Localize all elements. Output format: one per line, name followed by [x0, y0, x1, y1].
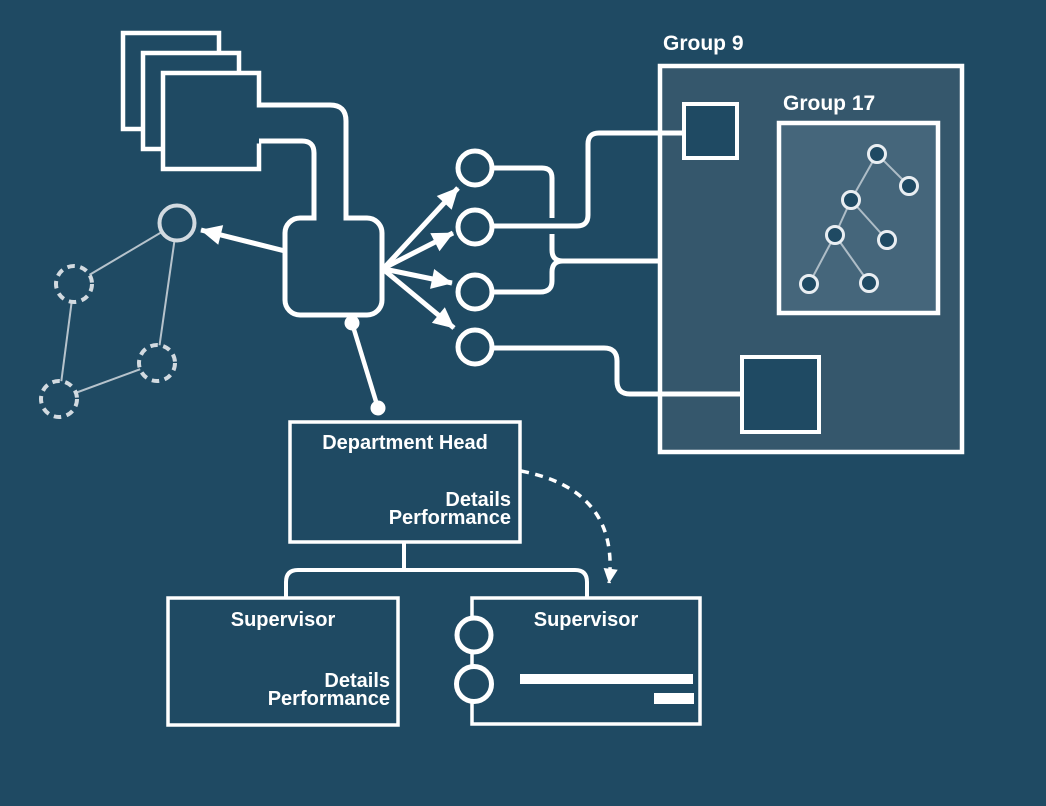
dot-connector: [344, 315, 386, 416]
hub-arrows: [200, 186, 460, 330]
faded-graph: [39, 203, 197, 419]
tree-node[interactable]: [825, 225, 845, 245]
tree-node[interactable]: [877, 230, 897, 250]
worker-node-4[interactable]: [455, 327, 495, 367]
dashed-circle-node-1[interactable]: [54, 264, 94, 304]
dot-connector-line: [349, 322, 381, 409]
fan-arrow-4: [382, 268, 456, 330]
text-bar-short: [654, 693, 694, 704]
department-head-title: Department Head: [322, 432, 488, 454]
department-head-box[interactable]: [288, 420, 522, 544]
fan-arrow-3: [383, 266, 453, 289]
hub-node[interactable]: [282, 215, 385, 318]
details-link[interactable]: Details: [445, 489, 511, 511]
group9-square-top[interactable]: [682, 102, 739, 160]
worker-node-2[interactable]: [455, 207, 495, 247]
tree-node[interactable]: [799, 274, 819, 294]
faded-graph-edge: [156, 222, 178, 364]
performance-link[interactable]: Performance: [268, 688, 390, 710]
member-circle-1[interactable]: [454, 615, 494, 655]
group9-label: Group 9: [663, 32, 744, 55]
connector-line: [493, 130, 686, 229]
connector-line: [493, 345, 744, 397]
ribbon-inner-line: [259, 138, 317, 219]
performance-link[interactable]: Performance: [389, 507, 511, 529]
group17-label: Group 17: [783, 92, 875, 115]
connector-line: [493, 165, 555, 218]
connector-line: [493, 258, 564, 295]
supervisor-left-box[interactable]: [166, 596, 400, 727]
ribbon-connector: [256, 102, 349, 222]
department-head-node[interactable]: Department Head Details Performance: [288, 420, 522, 544]
worker-connectors: [493, 130, 744, 397]
worker-node-1[interactable]: [455, 148, 495, 188]
member-circle-2[interactable]: [454, 664, 494, 704]
tree-node[interactable]: [859, 273, 879, 293]
solid-circle-node[interactable]: [157, 203, 197, 243]
ribbon-fill: [256, 107, 344, 222]
supervisor-right-node[interactable]: Supervisor: [454, 596, 702, 726]
supervisor-left-node[interactable]: Supervisor Details Performance: [166, 596, 400, 727]
tree-node[interactable]: [899, 176, 919, 196]
dashed-circle-node-3[interactable]: [39, 379, 79, 419]
tree-node[interactable]: [867, 144, 887, 164]
tree-graph: [799, 144, 919, 294]
faded-graph-edge: [73, 222, 178, 285]
org-connector: [284, 542, 589, 598]
dot-connector-end: [370, 400, 386, 416]
dashed-circle-node-2[interactable]: [137, 343, 177, 383]
details-link[interactable]: Details: [324, 670, 390, 692]
fan-arrow-2: [382, 230, 455, 271]
worker-node-3[interactable]: [455, 272, 495, 312]
fan-arrow-1: [382, 186, 460, 270]
tree-node[interactable]: [841, 190, 861, 210]
dot-connector-start: [344, 315, 360, 331]
stacked-square-front[interactable]: [160, 70, 262, 172]
stacked-squares-node[interactable]: [120, 30, 262, 172]
org-connector-crossbar: [284, 568, 589, 598]
group9-square-bottom[interactable]: [740, 355, 821, 434]
hub-to-circle-arrow: [200, 225, 286, 254]
text-bar-long: [520, 674, 693, 684]
supervisor-right-title: Supervisor: [534, 609, 639, 631]
ribbon-outer-line: [259, 102, 349, 219]
supervisor-left-title: Supervisor: [231, 609, 336, 631]
